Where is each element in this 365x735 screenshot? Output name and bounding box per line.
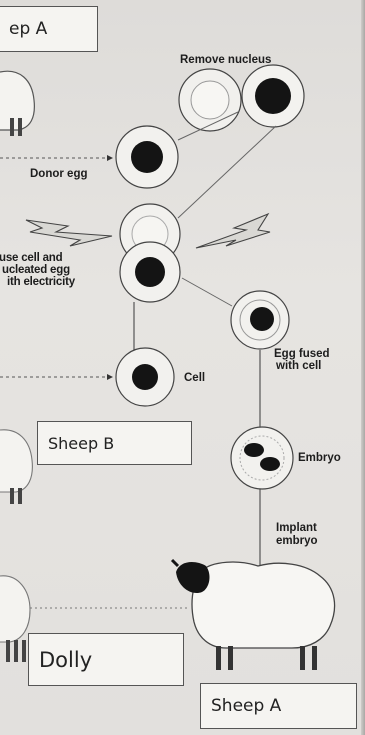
egg-fused-line-2: with cell (276, 360, 321, 372)
page-edge-shadow (361, 0, 365, 735)
sheep-b-box: Sheep B (37, 421, 192, 465)
sheep-a-top-label: ep A (9, 19, 47, 39)
donor-egg-label: Donor egg (30, 168, 88, 180)
dolly-figure (0, 576, 30, 662)
embryo-cell (231, 427, 293, 489)
lightning-left-icon (26, 220, 112, 246)
egg-fused-cell (231, 291, 289, 349)
sheep-a-top-figure (0, 71, 34, 136)
cell-label: Cell (184, 372, 205, 384)
egg-fused-line-1: Egg fused (274, 348, 330, 360)
remove-nucleus-label: Remove nucleus (180, 54, 271, 66)
sheep-a-bottom-label: Sheep A (211, 696, 281, 716)
implant-line-2: embryo (276, 535, 318, 547)
sheep-a-bottom-box: Sheep A (200, 683, 357, 729)
embryo-label: Embryo (298, 452, 341, 464)
lightning-right-icon (196, 214, 270, 248)
sheep-a-top-box: ep A (0, 6, 98, 52)
implant-line-1: Implant (276, 522, 317, 534)
sheep-b-label: Sheep B (48, 434, 114, 453)
line-fusion-to-egg (182, 278, 232, 306)
sheep-b-figure (0, 430, 32, 504)
cell-circle (116, 348, 174, 406)
dolly-label: Dolly (39, 648, 92, 672)
fuse-text-line-2: ucleated egg (2, 264, 70, 276)
sheep-a-bottom-figure (172, 560, 335, 670)
empty-egg-cell (179, 69, 241, 131)
fuse-text-line-3: ith electricity (7, 276, 75, 288)
line-enucleated-to-fuse (178, 126, 276, 218)
donor-egg-cell (116, 126, 178, 188)
fuse-text-line-1: use cell and (0, 252, 62, 264)
fusion-cells (120, 204, 180, 302)
removed-nucleus-cell (242, 65, 304, 127)
dolly-box: Dolly (28, 633, 184, 686)
